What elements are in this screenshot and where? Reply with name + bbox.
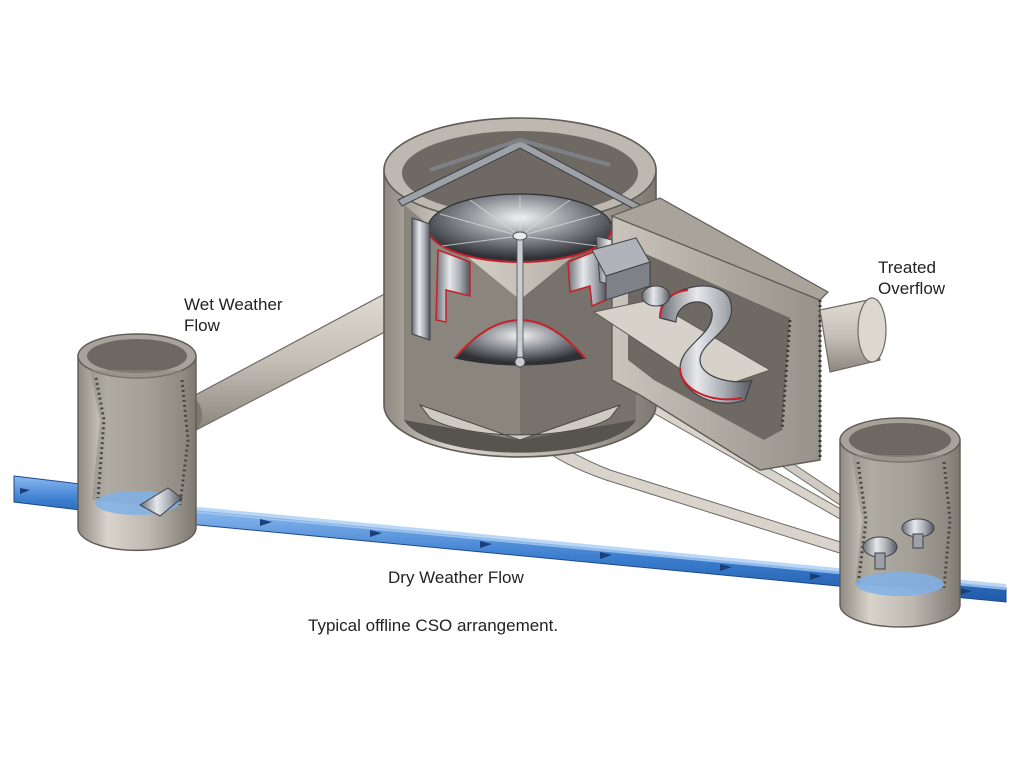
vortex-separator-chamber-icon xyxy=(383,117,657,458)
flow-direction-arrow-icon xyxy=(20,488,972,595)
dry-weather-flow-label: Dry Weather Flow xyxy=(388,568,524,587)
inlet-manhole-icon xyxy=(77,333,197,552)
wet-weather-flow-label: Wet Weather Flow xyxy=(184,295,283,335)
treated-overflow-label: Treated Overflow xyxy=(878,258,946,298)
figure-caption: Typical offline CSO arrangement. xyxy=(308,616,559,635)
overflow-channel xyxy=(591,197,829,471)
outlet-manhole-icon xyxy=(839,417,961,628)
treated-overflow-pipe xyxy=(819,297,887,373)
